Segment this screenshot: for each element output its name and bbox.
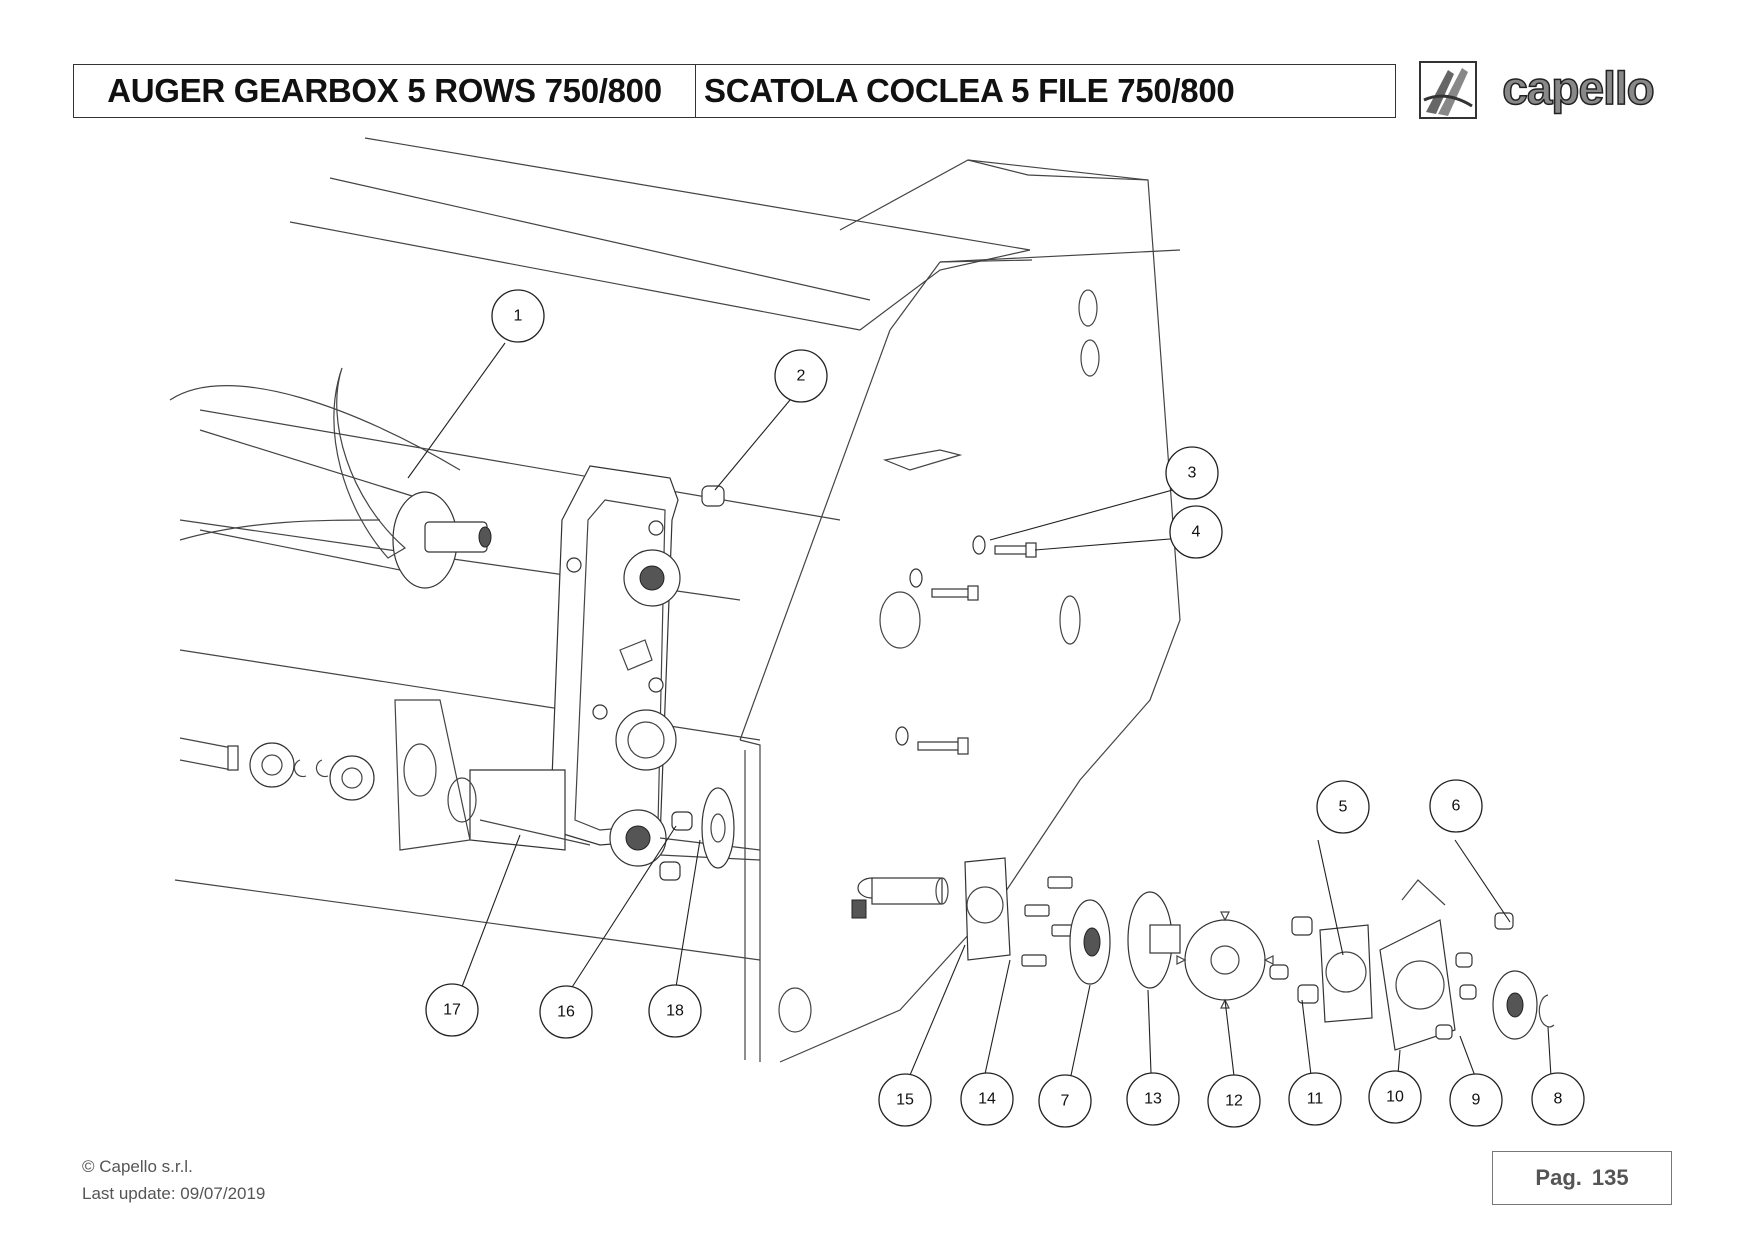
svg-text:6: 6 [1452, 798, 1461, 815]
svg-text:11: 11 [1307, 1091, 1324, 1108]
callout-8: 8 [1531, 1072, 1585, 1126]
svg-text:14: 14 [978, 1091, 996, 1108]
svg-text:2: 2 [797, 368, 806, 385]
frame-bolts [895, 535, 1037, 755]
last-update-date: Last update: 09/07/2019 [82, 1184, 266, 1203]
svg-text:9: 9 [1472, 1092, 1481, 1109]
callout-6: 6 [1429, 779, 1483, 833]
svg-text:7: 7 [1061, 1093, 1070, 1110]
svg-text:17: 17 [443, 1002, 461, 1019]
spacer-bushes [659, 485, 735, 881]
leader-lines [407, 342, 1552, 1088]
svg-text:12: 12 [1225, 1093, 1243, 1110]
svg-text:18: 18 [666, 1003, 684, 1020]
machine-frame [169, 137, 1181, 1063]
svg-text:5: 5 [1339, 799, 1348, 816]
callout-7: 7 [1038, 1074, 1092, 1128]
right-drive-assembly [851, 857, 1555, 1051]
svg-text:1: 1 [514, 308, 523, 325]
svg-text:8: 8 [1554, 1091, 1563, 1108]
callout-14: 14 [960, 1072, 1014, 1126]
left-drive-shaft [179, 699, 477, 851]
svg-text:16: 16 [557, 1004, 575, 1021]
page-number: 135 [1591, 1165, 1629, 1190]
svg-text:4: 4 [1192, 524, 1201, 541]
logo-wordmark: capello [1502, 62, 1654, 114]
callout-18: 18 [648, 984, 702, 1038]
callout-12: 12 [1207, 1074, 1261, 1128]
title-bar: AUGER GEARBOX 5 ROWS 750/800 SCATOLA COC… [73, 64, 1396, 118]
callout-4: 4 [1169, 505, 1223, 559]
copyright-notice: © Capello s.r.l. [82, 1157, 193, 1176]
svg-text:13: 13 [1144, 1091, 1162, 1108]
callout-10: 10 [1368, 1070, 1422, 1124]
svg-text:15: 15 [896, 1092, 914, 1109]
title-english: AUGER GEARBOX 5 ROWS 750/800 [74, 65, 696, 117]
gearbox-housing [469, 465, 761, 867]
corn-cob-logo-icon [1419, 61, 1477, 119]
callout-16: 16 [539, 985, 593, 1039]
capello-logo: capello [1419, 61, 1656, 119]
svg-text:10: 10 [1386, 1089, 1404, 1106]
page-label: Pag. [1535, 1165, 1582, 1190]
callout-11: 11 [1288, 1072, 1342, 1126]
svg-text:3: 3 [1188, 465, 1197, 482]
auger-tube [199, 367, 492, 589]
callout-2: 2 [774, 349, 828, 403]
callout-9: 9 [1449, 1073, 1503, 1127]
callout-15: 15 [878, 1073, 932, 1127]
callout-13: 13 [1126, 1072, 1180, 1126]
callout-1: 1 [491, 289, 545, 343]
callout-5: 5 [1316, 780, 1370, 834]
callout-17: 17 [425, 983, 479, 1037]
callout-3: 3 [1165, 446, 1219, 500]
page-number-box: Pag. 135 [1492, 1151, 1672, 1205]
title-italian: SCATOLA COCLEA 5 FILE 750/800 [704, 72, 1235, 109]
